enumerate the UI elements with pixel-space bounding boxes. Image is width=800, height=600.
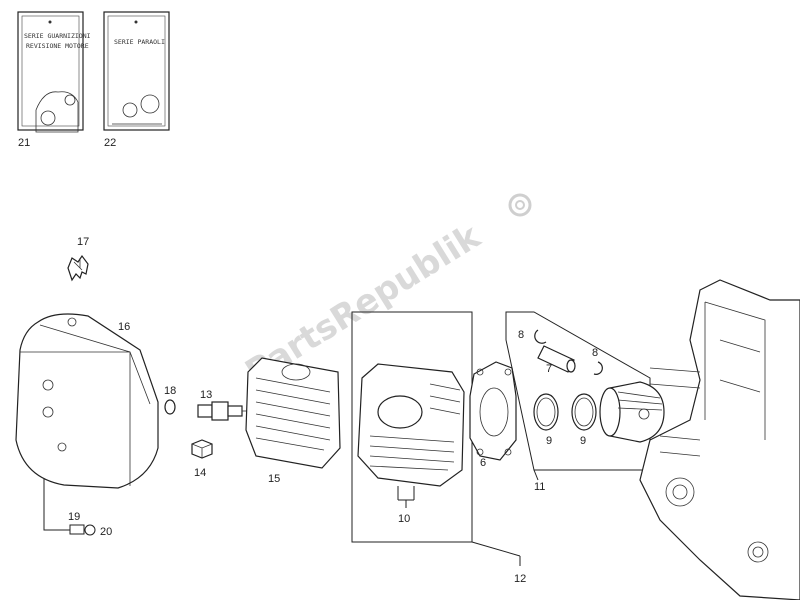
circlip-part[interactable] <box>534 329 603 375</box>
label-16: 16 <box>118 321 130 333</box>
screw-part[interactable] <box>43 478 96 536</box>
spark-plug-part[interactable] <box>197 401 248 421</box>
label-11: 11 <box>534 481 545 493</box>
piston-ring-part[interactable] <box>533 393 597 431</box>
piston-part[interactable] <box>599 381 665 443</box>
base-gasket-part[interactable] <box>469 361 517 461</box>
crankcase-part[interactable] <box>639 279 800 600</box>
label-20: 20 <box>100 526 112 538</box>
label-19: 19 <box>68 511 80 523</box>
oil-seal-kit-line1: SERIE PARAOLI <box>114 38 165 46</box>
cylinder-shroud-part[interactable] <box>15 313 159 489</box>
gasket-kit-line1: SERIE GUARNIZIONI <box>24 32 91 40</box>
gasket-kit-line2: REVISIONE MOTORE <box>26 42 89 50</box>
oil-seal-kit-sketch <box>112 94 162 125</box>
leader-11 <box>533 469 539 481</box>
leader-12 <box>471 541 521 566</box>
label-9a: 9 <box>546 435 552 447</box>
label-8b: 8 <box>592 347 598 359</box>
cylinder-part[interactable] <box>357 363 465 508</box>
nut-part[interactable] <box>191 439 213 459</box>
clip-part[interactable] <box>67 254 89 282</box>
gasket-kit-card[interactable]: SERIE GUARNIZIONI REVISIONE MOTORE 21 <box>17 11 91 149</box>
label-22: 22 <box>104 137 116 149</box>
label-13: 13 <box>200 389 212 401</box>
label-9b: 9 <box>580 435 586 447</box>
label-15: 15 <box>268 473 280 485</box>
label-8a: 8 <box>518 329 524 341</box>
label-12: 12 <box>514 573 526 585</box>
label-6: 6 <box>480 457 486 469</box>
piston-pin-part[interactable] <box>537 345 576 373</box>
washer-part[interactable] <box>164 399 176 415</box>
gasket-kit-sketch <box>35 91 79 133</box>
label-7: 7 <box>546 363 552 375</box>
label-14: 14 <box>194 467 206 479</box>
label-21: 21 <box>18 137 30 149</box>
label-18: 18 <box>164 385 176 397</box>
oil-seal-kit-card[interactable]: SERIE PARAOLI 22 <box>103 11 170 149</box>
gear-icon <box>508 193 532 217</box>
label-10: 10 <box>398 513 410 525</box>
label-17: 17 <box>77 236 89 248</box>
cylinder-head-part[interactable] <box>245 357 341 469</box>
